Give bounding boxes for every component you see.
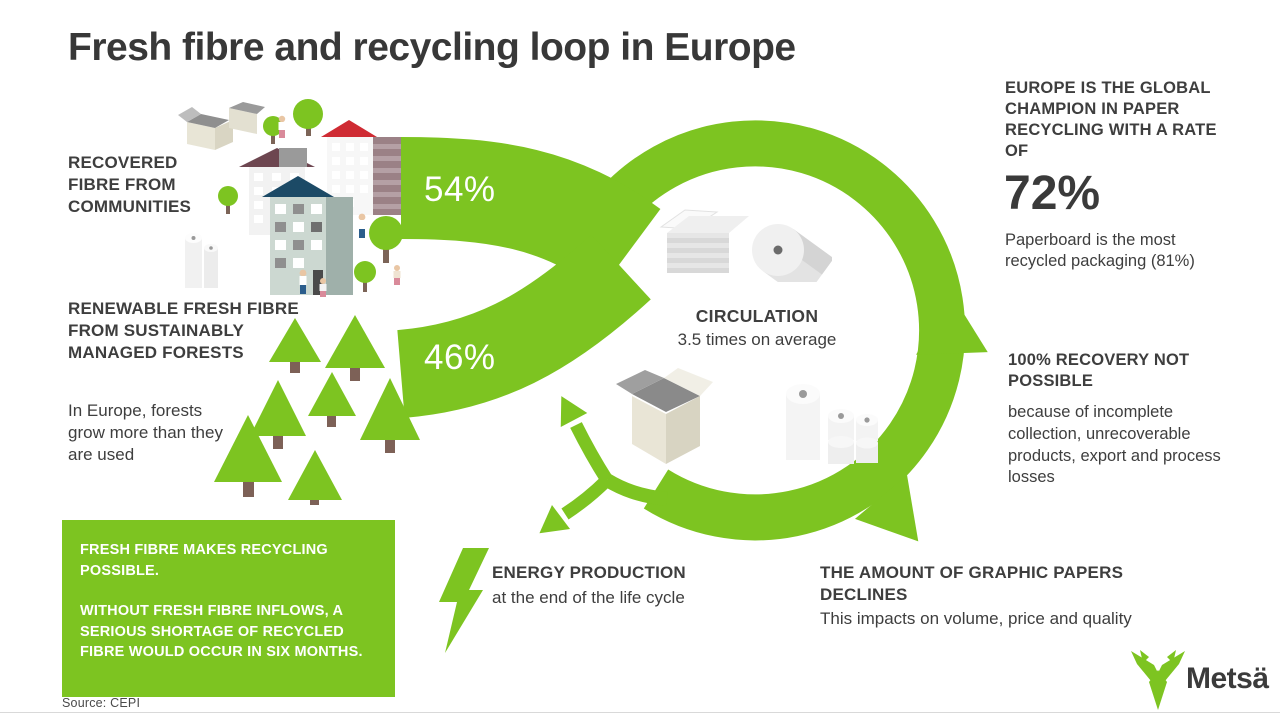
small-rolls-icon <box>786 384 878 464</box>
paper-stack-icon <box>659 209 749 273</box>
circulation-subtitle: 3.5 times on average <box>677 330 837 349</box>
forest-illustration <box>214 315 420 505</box>
paper-roll-icon <box>752 224 832 282</box>
fresh-share-value: 46% <box>424 338 496 377</box>
callout-paragraph-2: WITHOUT FRESH FIBRE INFLOWS, A SERIOUS S… <box>80 603 363 661</box>
metsa-elk-icon <box>1131 650 1185 710</box>
loop-tail <box>603 473 668 506</box>
page-title: Fresh fibre and recycling loop in Europe <box>68 26 796 69</box>
energy-heading: ENERGY PRODUCTION <box>492 563 686 582</box>
paper-rolls-icon <box>185 233 218 288</box>
loop-arrow-down-left-icon <box>539 505 571 534</box>
box-icon <box>178 102 265 150</box>
energy-subtitle: at the end of the life cycle <box>492 588 685 607</box>
callout-paragraph-1: FRESH FIBRE MAKES RECYCLING POSSIBLE. <box>80 542 328 579</box>
loop-arrow-right-icon <box>916 291 988 355</box>
lightning-bolt-icon <box>439 548 489 653</box>
round-trees-icon <box>218 99 403 292</box>
building-blue-icon <box>262 176 353 295</box>
city-illustration <box>178 99 403 297</box>
recycling-loop-graphic <box>396 120 988 542</box>
loop-band-fresh <box>396 234 651 418</box>
champion-rate-value: 72% <box>1004 167 1101 220</box>
bottom-divider <box>0 712 1280 713</box>
metsa-logo-text: Metsä <box>1186 662 1269 695</box>
renewable-fibre-heading: RENEWABLE FRESH FIBRE FROM SUSTAINABLY M… <box>68 299 299 362</box>
champion-heading: EUROPE IS THE GLOBAL CHAMPION IN PAPER R… <box>1005 79 1217 161</box>
loop-band-recovered <box>400 137 661 292</box>
loop-arrow-bottom-right-icon <box>854 475 919 542</box>
recovered-share-value: 54% <box>424 170 496 209</box>
recovery-heading: 100% RECOVERY NOT POSSIBLE <box>1008 351 1190 391</box>
graphic-papers-subtitle: This impacts on volume, price and qualit… <box>820 608 1132 628</box>
recovery-note: because of incomplete collection, unreco… <box>1008 403 1221 487</box>
recovered-fibre-heading: RECOVERED FIBRE FROM COMMUNITIES <box>68 153 192 216</box>
loop-tail-up <box>570 422 613 484</box>
fresh-fibre-callout: FRESH FIBRE MAKES RECYCLING POSSIBLE. WI… <box>62 520 395 697</box>
loop-ring <box>594 120 966 541</box>
forests-note: In Europe, forests grow more than they a… <box>68 401 223 464</box>
people-icons <box>278 115 401 297</box>
loop-tail-down <box>561 475 612 520</box>
source-note: Source: CEPI <box>62 696 141 710</box>
loop-arrow-up-left-icon <box>560 396 588 428</box>
open-box-icon <box>616 368 713 464</box>
graphic-papers-heading: THE AMOUNT OF GRAPHIC PAPERS DECLINES <box>820 563 1124 604</box>
circulation-title: CIRCULATION <box>695 306 819 326</box>
paperboard-note: Paperboard is the most recycled packagin… <box>1005 231 1195 271</box>
fir-trees-icon <box>214 315 420 505</box>
